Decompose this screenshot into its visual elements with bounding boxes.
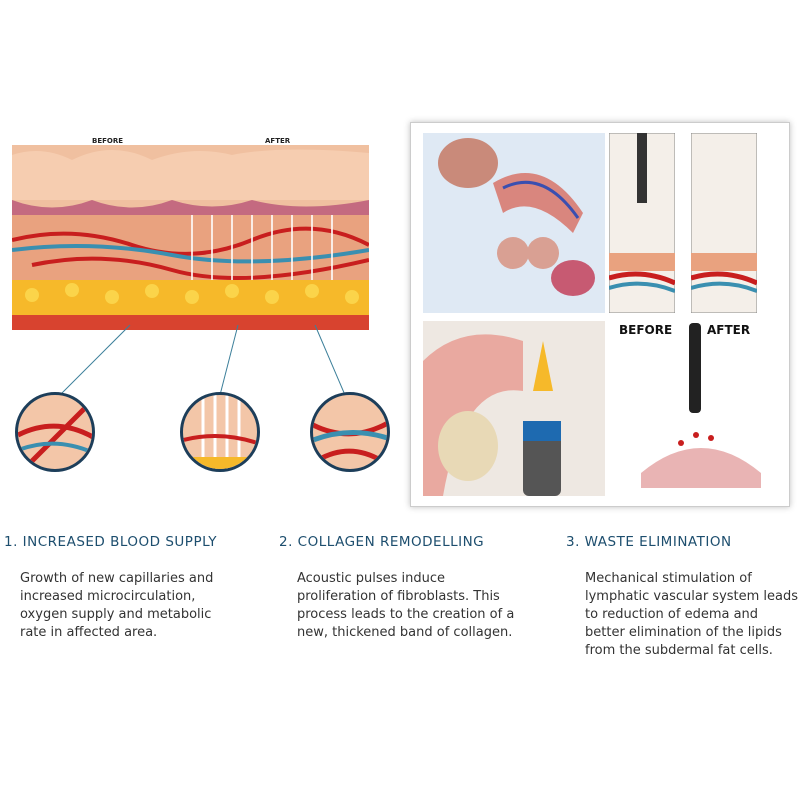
benefit-title-2: 2. COLLAGEN REMODELLING	[279, 534, 485, 550]
treatment-illustration-panel: BEFORE AFTER	[410, 122, 790, 507]
after-label: AFTER	[265, 137, 291, 145]
device-application-illustration	[641, 323, 761, 488]
magnified-blood-vessels-circle	[15, 392, 95, 472]
device-after-label: AFTER	[707, 323, 751, 337]
benefit-text-3: Mechanical stimulation of lymphatic vasc…	[585, 571, 799, 658]
applicator-illustration	[423, 321, 605, 496]
before-label: BEFORE	[92, 137, 124, 145]
anatomy-illustration	[423, 133, 605, 313]
skin-cross-section-illustration	[12, 145, 369, 330]
device-before-label: BEFORE	[619, 323, 673, 337]
benefit-text-2: Acoustic pulses induce proliferation of …	[297, 571, 515, 640]
benefit-title-1: 1. INCREASED BLOOD SUPPLY	[4, 534, 218, 550]
benefit-text-1: Growth of new capillaries and increased …	[20, 571, 214, 640]
magnified-lymphatic-circle	[310, 392, 390, 472]
magnified-collagen-circle	[180, 392, 260, 472]
before-device-illustration	[609, 133, 675, 313]
callout-lines	[59, 324, 346, 396]
benefit-title-3: 3. WASTE ELIMINATION	[566, 534, 732, 550]
after-device-illustration	[691, 133, 757, 313]
